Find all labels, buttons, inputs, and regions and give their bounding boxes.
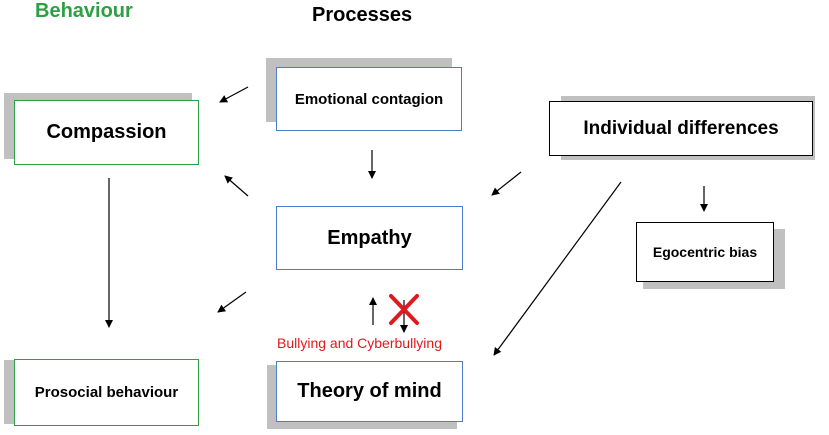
arrow-individual-to-empathy	[491, 171, 522, 196]
compassion-box: Compassion	[14, 100, 199, 165]
arrow-theory-to-prosocial	[217, 291, 247, 313]
processes-heading: Processes	[312, 4, 413, 26]
arrow-empathy-to-compassion	[224, 175, 249, 197]
emotional-contagion-box: Emotional contagion	[276, 67, 462, 131]
theory-of-mind-box: Theory of mind	[276, 361, 463, 422]
behaviour-heading: Behaviour	[35, 0, 133, 22]
egocentric-bias-box: Egocentric bias	[636, 222, 774, 282]
prosocial-behaviour-box: Prosocial behaviour	[14, 359, 199, 426]
individual-differences-box: Individual differences	[549, 101, 813, 156]
arrow-contagion-to-compassion	[219, 86, 249, 103]
cross-icon	[389, 294, 419, 325]
bullying-label: Bullying and Cyberbullying	[277, 335, 442, 351]
arrow-individual-to-theory	[493, 181, 622, 356]
empathy-box: Empathy	[276, 206, 463, 270]
